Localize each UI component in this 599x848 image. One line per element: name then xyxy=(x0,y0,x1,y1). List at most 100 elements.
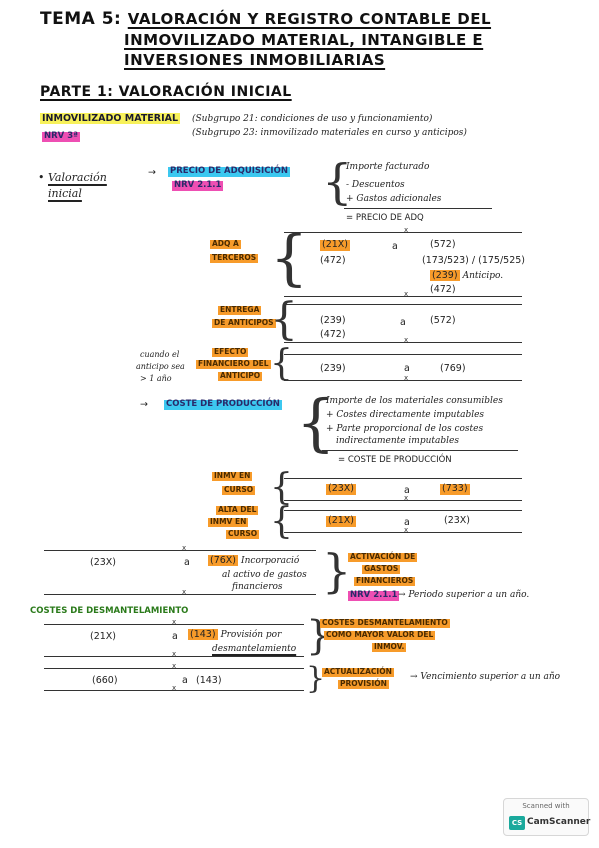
arrow-precio: → xyxy=(148,167,156,178)
activ-x-top: x xyxy=(182,544,187,552)
actu-label-2: PROVISIÓN xyxy=(338,679,389,689)
alta-debit-1: (21X) xyxy=(326,515,357,527)
actu-debit-1: (660) xyxy=(92,675,118,686)
inmv-line-bottom xyxy=(284,500,522,501)
efecto-label-2: FINANCIERO DEL xyxy=(196,359,271,369)
valoracion-label: • Valoración xyxy=(38,171,107,184)
efecto-credit-1: (769) xyxy=(440,363,466,374)
adq-credit-4: (472) xyxy=(430,284,456,295)
coste-item-2: + Costes directamente imputables xyxy=(326,410,485,420)
title-line-3: INVERSIONES INMOBILIARIAS xyxy=(124,51,386,69)
entrega-label-1: ENTREGA xyxy=(218,305,262,315)
adq-x-bottom: x xyxy=(404,290,409,298)
activ-note: → Periodo superior a un año. xyxy=(398,590,530,600)
coste-divider xyxy=(322,450,518,451)
efecto-line-bottom xyxy=(284,380,522,381)
alta-line-bottom xyxy=(284,532,522,533)
inmovilizado-label: INMOVILIZADO MATERIAL xyxy=(40,113,181,124)
alta-x: x xyxy=(404,526,409,534)
alta-credit-1: (23X) xyxy=(444,515,471,526)
activ-line-top xyxy=(44,550,316,551)
subgrupo-23-note: (Subgrupo 23: inmovilizado materiales en… xyxy=(192,128,467,138)
inmv-a: a xyxy=(404,485,410,496)
actu-line-bottom xyxy=(44,690,304,691)
efecto-a: a xyxy=(404,363,410,374)
adq-terceros-label-2: TERCEROS xyxy=(210,253,259,263)
activ-label-3: FINANCIEROS xyxy=(354,576,416,586)
desm-label-2: COMO MAYOR VALOR DEL xyxy=(324,630,436,640)
coste-item-3: + Parte proporcional de los costes xyxy=(326,424,484,434)
precio-result: = PRECIO DE ADQ xyxy=(346,213,424,223)
valoracion-label-2: inicial xyxy=(48,187,82,200)
actu-credit-1: (143) xyxy=(196,675,222,686)
efecto-brace: { xyxy=(270,343,293,384)
adq-credit-1: (572) xyxy=(430,239,456,250)
activ-credit-text-2: al activo de gastos xyxy=(222,570,307,580)
desm-label-3: INMOV. xyxy=(372,642,407,652)
inmv-credit-1: (733) xyxy=(440,483,470,495)
alta-label-3: CURSO xyxy=(226,529,260,539)
desm-x-bottom: x xyxy=(172,650,177,658)
entrega-debit-2: (472) xyxy=(320,329,346,340)
actu-x-top: x xyxy=(172,662,177,670)
alta-label-2: INMV EN xyxy=(208,517,249,527)
title-line-2: INMOVILIZADO MATERIAL, INTANGIBLE E xyxy=(124,31,484,49)
inmv-curso-label-2: CURSO xyxy=(222,485,256,495)
adq-a: a xyxy=(392,241,398,252)
title-prefix: TEMA 5: xyxy=(40,9,122,29)
entrega-debit-1: (239) xyxy=(320,315,346,326)
desm-header: COSTES DE DESMANTELAMIENTO xyxy=(30,606,189,616)
activ-a: a xyxy=(184,557,190,568)
entrega-a: a xyxy=(400,317,406,328)
activ-credit: (76X) Incorporació xyxy=(208,555,300,566)
desm-credit-text-2: desmantelamiento xyxy=(212,644,297,654)
efecto-note-3: > 1 año xyxy=(140,374,172,383)
desm-credit: (143) Provisión por xyxy=(188,629,282,640)
desm-debit-1: (21X) xyxy=(90,631,117,642)
adq-line-top xyxy=(284,232,522,233)
actu-x-bottom: x xyxy=(172,684,177,692)
efecto-note-1: cuando el xyxy=(140,350,180,359)
part-heading: PARTE 1: VALORACIÓN INICIAL xyxy=(40,84,292,100)
adq-line-bottom xyxy=(284,296,522,297)
actu-a: a xyxy=(182,675,188,686)
coste-produccion-label: COSTE DE PRODUCCIÓN xyxy=(164,399,282,410)
efecto-line-top xyxy=(284,354,522,355)
activ-label-2: GASTOS xyxy=(362,564,401,574)
entrega-line-top xyxy=(284,304,522,305)
precio-item-1: Importe facturado xyxy=(346,162,430,172)
activ-credit-text-3: financieros xyxy=(232,582,283,592)
alta-line-top xyxy=(284,510,522,511)
alta-a: a xyxy=(404,517,410,528)
title-text-1: VALORACIÓN Y REGISTRO CONTABLE DEL xyxy=(127,10,492,28)
arrow-coste: → xyxy=(140,399,148,410)
activ-debit-1: (23X) xyxy=(90,557,117,568)
camscanner-brand-text: CamScanner xyxy=(527,817,591,827)
inmv-curso-label-1: INMV EN xyxy=(212,471,253,481)
coste-item-1: Importe de los materiales consumibles xyxy=(326,396,503,406)
adq-terceros-label-1: ADQ A xyxy=(210,239,241,249)
alta-brace: { xyxy=(270,501,293,542)
efecto-debit-1: (239) xyxy=(320,363,346,374)
adq-debit-1: (21X) xyxy=(320,239,351,251)
adq-debit-2: (472) xyxy=(320,255,346,266)
inmv-debit-1: (23X) xyxy=(326,483,357,495)
efecto-x: x xyxy=(404,374,409,382)
efecto-note-2: anticipo sea xyxy=(136,362,185,371)
activ-x-bottom: x xyxy=(182,588,187,596)
desm-line-bottom xyxy=(44,656,304,657)
actu-label-1: ACTUALIZACIÓN xyxy=(322,667,394,677)
nrv-precio-badge: NRV 2.1.1 xyxy=(172,180,224,191)
entrega-line-bottom xyxy=(284,342,522,343)
entrega-label-2: DE ANTICIPOS xyxy=(212,318,276,328)
entrega-x: x xyxy=(404,336,409,344)
inmv-x: x xyxy=(404,494,409,502)
coste-result: = COSTE DE PRODUCCIÓN xyxy=(338,455,452,465)
coste-item-4: indirectamente imputables xyxy=(336,436,459,446)
precio-item-2: - Descuentos xyxy=(346,180,405,190)
scanned-with-text: Scanned with xyxy=(522,802,570,810)
adq-credit-2: (173/523) / (175/525) xyxy=(422,255,525,266)
actu-line-top xyxy=(44,668,304,669)
nrv-3-badge: NRV 3ª xyxy=(42,131,80,142)
desm-x-top: x xyxy=(172,618,177,626)
